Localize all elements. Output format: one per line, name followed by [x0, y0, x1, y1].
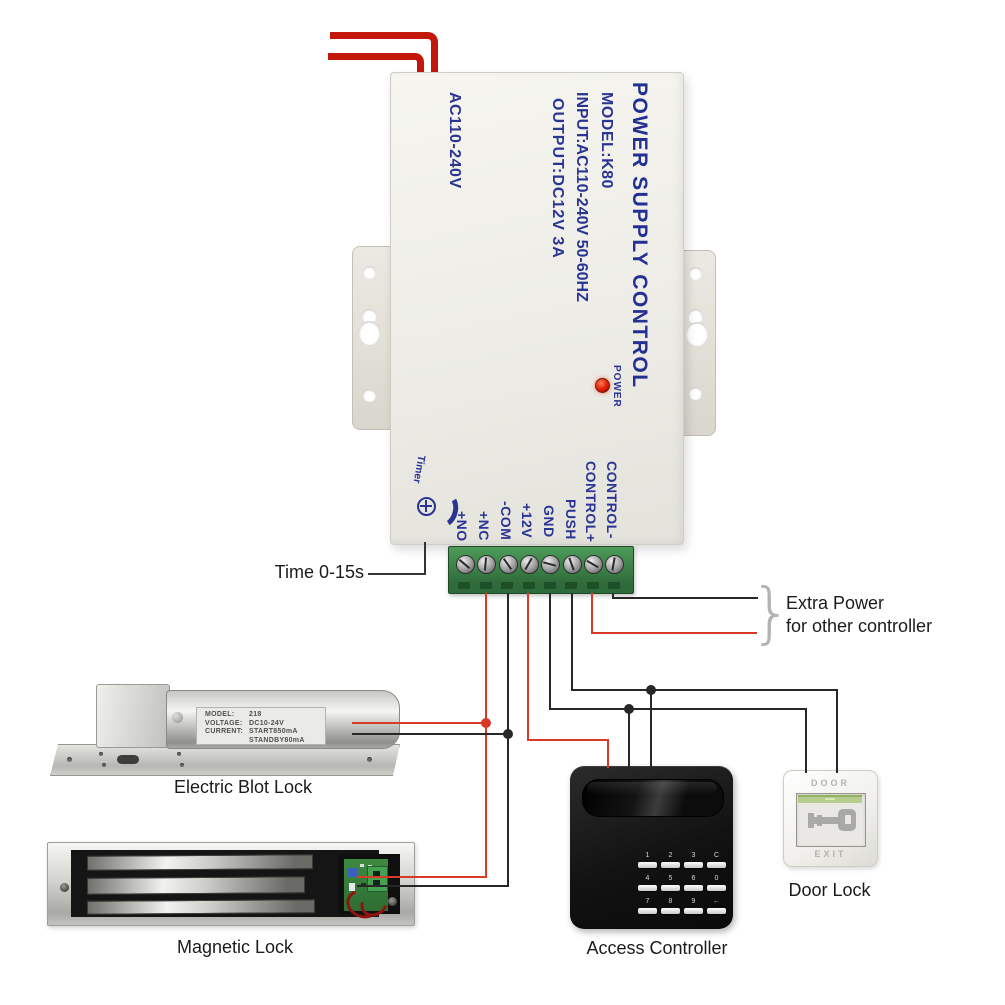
key-5 — [661, 885, 680, 891]
wire-push-black — [836, 689, 838, 773]
wire-gnd-black — [549, 593, 551, 710]
terminal-block — [448, 546, 634, 594]
mains-wire-1 — [330, 32, 438, 85]
extra-power-annotation: Extra Power for other controller — [786, 592, 932, 638]
wire-push-black — [650, 689, 652, 768]
terminal-label-com: -COM — [498, 501, 514, 541]
wire-push-black — [571, 689, 838, 691]
psu-ac-rating: AC110-240V — [446, 92, 463, 189]
wire-12v-red — [527, 739, 609, 741]
wire-control-minus-black — [612, 597, 758, 599]
power-led — [595, 378, 610, 393]
timer-pointer-line — [368, 573, 426, 575]
wire-control-plus-red — [591, 593, 593, 634]
pcb-terminal — [367, 866, 388, 892]
card-reader-window — [582, 779, 724, 817]
key-3 — [684, 862, 703, 868]
wire-push-black — [571, 593, 573, 691]
left-mounting-flange — [352, 246, 396, 430]
terminal-label-control-minus: CONTROL- — [604, 461, 620, 539]
terminal-label-no: +NO — [454, 511, 470, 542]
wire-com-black — [352, 733, 509, 735]
bolt-lock-body — [96, 684, 170, 748]
bolt-lock-caption: Electric Blot Lock — [173, 777, 313, 797]
access-controller-body: 1 2 3 C 4 5 6 0 7 8 9 ← — [570, 766, 733, 929]
key-6 — [684, 885, 703, 891]
timer-pointer-line — [424, 542, 426, 575]
junction-dot — [624, 704, 634, 714]
terminal-label-gnd: GND — [541, 505, 557, 538]
psu-output-rating: OUTPUT:DC12V 3A — [549, 98, 566, 259]
extra-power-line1: Extra Power — [786, 593, 885, 613]
psu-title: POWER SUPPLY CONTROL — [628, 82, 651, 389]
key-8 — [661, 908, 680, 914]
exit-button-plate: DOOR EXIT — [783, 770, 878, 867]
wire-com-black — [507, 593, 509, 887]
key-back — [707, 908, 726, 914]
green-strip — [798, 795, 862, 803]
psu-model: MODEL:K80 — [598, 92, 615, 189]
key-2 — [661, 862, 680, 868]
key-9 — [684, 908, 703, 914]
wire-com-black — [357, 885, 509, 887]
key-0 — [707, 885, 726, 891]
timer-adjust-dial — [417, 497, 436, 516]
magnetic-lock-plate — [47, 842, 415, 926]
magnet-housing — [71, 850, 400, 923]
power-supply-unit — [390, 72, 684, 545]
mains-wire-2 — [328, 53, 424, 85]
junction-dot — [481, 718, 491, 728]
access-controller-caption: Access Controller — [586, 938, 728, 958]
keypad: 1 2 3 C 4 5 6 0 7 8 9 ← — [636, 851, 728, 920]
time-annotation: Time 0-15s — [274, 562, 364, 582]
junction-dot — [503, 729, 513, 739]
door-label: DOOR — [811, 778, 850, 788]
extra-power-brace: } — [750, 574, 792, 651]
key-C — [707, 862, 726, 868]
terminal-label-push: PUSH — [563, 499, 579, 540]
wire-nc-red — [352, 722, 487, 724]
wire-gnd-black — [628, 708, 630, 768]
key-icon — [808, 806, 856, 834]
key-1 — [638, 862, 657, 868]
wire-12v-red — [607, 739, 609, 768]
wire-gnd-black — [805, 708, 807, 773]
wire-control-minus-black — [612, 593, 614, 599]
bolt-lock-faceplate — [50, 744, 400, 776]
terminal-label-12v: +12V — [519, 503, 535, 539]
terminal-label-control-plus: CONTROL+ — [583, 461, 599, 543]
magnetic-lock-caption: Magnetic Lock — [176, 937, 294, 957]
wire-control-plus-red — [591, 632, 757, 634]
bolt-lock-spec-label: MODEL:218 VOLTAGE:DC10-24V CURRENT:START… — [196, 707, 326, 745]
psu-input-rating: INPUT:AC110-240V 50-60HZ — [573, 92, 590, 302]
wire-gnd-black — [549, 708, 807, 710]
door-lock-caption: Door Lock — [788, 880, 871, 900]
junction-dot — [646, 685, 656, 695]
exit-button — [796, 793, 866, 847]
power-led-label: POWER — [611, 365, 622, 408]
exit-label: EXIT — [814, 849, 847, 859]
key-4 — [638, 885, 657, 891]
wire-nc-red — [485, 593, 487, 878]
bolt-lock-screw — [172, 712, 183, 723]
extra-power-line2: for other controller — [786, 616, 933, 636]
terminal-label-nc: +NC — [476, 511, 492, 541]
wire-nc-red — [357, 876, 487, 878]
wire-12v-red — [527, 593, 529, 741]
key-7 — [638, 908, 657, 914]
